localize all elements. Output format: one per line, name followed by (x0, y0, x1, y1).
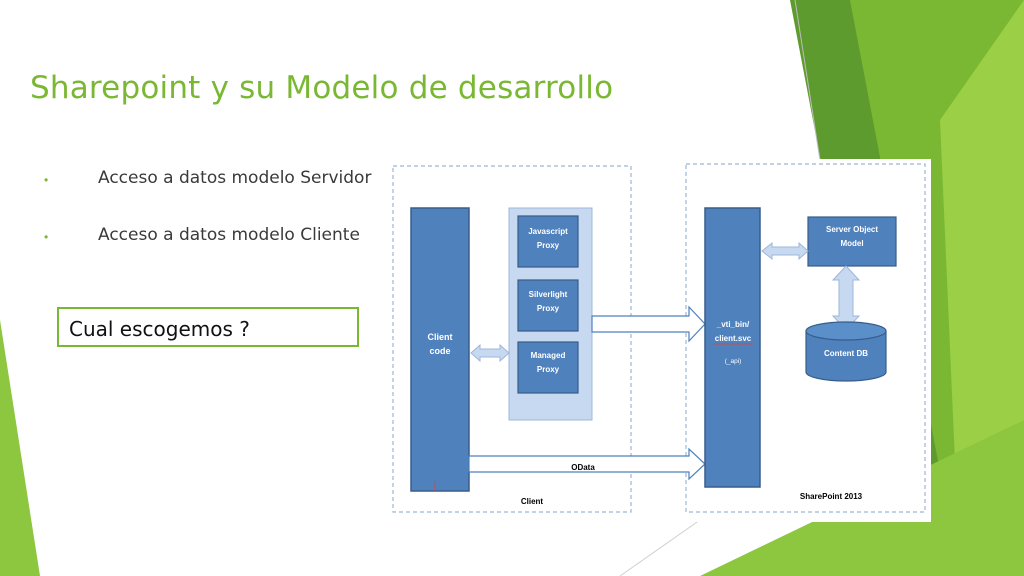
client-code-label-line2: code (429, 346, 450, 356)
proxy-managed-label-line2: Proxy (537, 365, 560, 374)
endpoint-label-line3: (_api) (725, 358, 742, 365)
proxy-silverlight-label-line1: Silverlight (529, 290, 568, 299)
proxy-javascript-label-line2: Proxy (537, 241, 560, 250)
server-region-label: SharePoint 2013 (800, 492, 863, 501)
slide-title: Sharepoint y su Modelo de desarrollo (30, 70, 614, 106)
endpoint-label-line1: _vti_bin/ (716, 320, 750, 329)
proxy-silverlight-label-line2: Proxy (537, 304, 560, 313)
bullet-text: Acceso a datos modelo Cliente (98, 225, 360, 245)
client-proxy-double-arrow (470, 343, 510, 363)
architecture-diagram: Client code Javascript Proxy Silverlight… (391, 159, 931, 522)
proxy-endpoint-arrow (591, 305, 706, 343)
content-db-label: Content DB (824, 349, 868, 358)
server-om-label-line2: Model (840, 239, 863, 248)
client-region-label: Client (521, 497, 544, 506)
client-region (392, 165, 632, 513)
endpoint-box (704, 207, 761, 488)
server-region (685, 163, 926, 513)
endpoint-label-line2: client.svc (715, 334, 752, 343)
om-db-double-arrow (831, 265, 861, 331)
bullet-dot-icon: • (44, 173, 49, 187)
proxy-managed-label-line1: Managed (531, 351, 566, 360)
client-code-label-line1: Client (427, 332, 452, 342)
question-text: Cual escogemos ? (69, 317, 250, 341)
endpoint-om-double-arrow (761, 241, 809, 261)
proxy-silverlight-box (517, 279, 579, 332)
bullet-text: Acceso a datos modelo Servidor (98, 168, 372, 188)
proxy-javascript-box (517, 215, 579, 268)
bullet-dot-icon: • (44, 230, 49, 244)
client-code-box (410, 207, 470, 492)
question-box: Cual escogemos ? (57, 307, 359, 347)
proxy-managed-box (517, 341, 579, 394)
deco-thin-line (794, 0, 821, 161)
server-om-label-line1: Server Object (826, 225, 878, 234)
content-db-cylinder (805, 331, 887, 382)
server-object-model-box (807, 216, 897, 267)
deco-left-triangle (0, 320, 40, 576)
odata-label: OData (571, 463, 595, 472)
deco-thin-line-2 (619, 519, 701, 576)
proxy-javascript-label-line1: Javascript (528, 227, 568, 236)
odata-arrow (468, 447, 706, 481)
content-db-top (805, 321, 887, 341)
